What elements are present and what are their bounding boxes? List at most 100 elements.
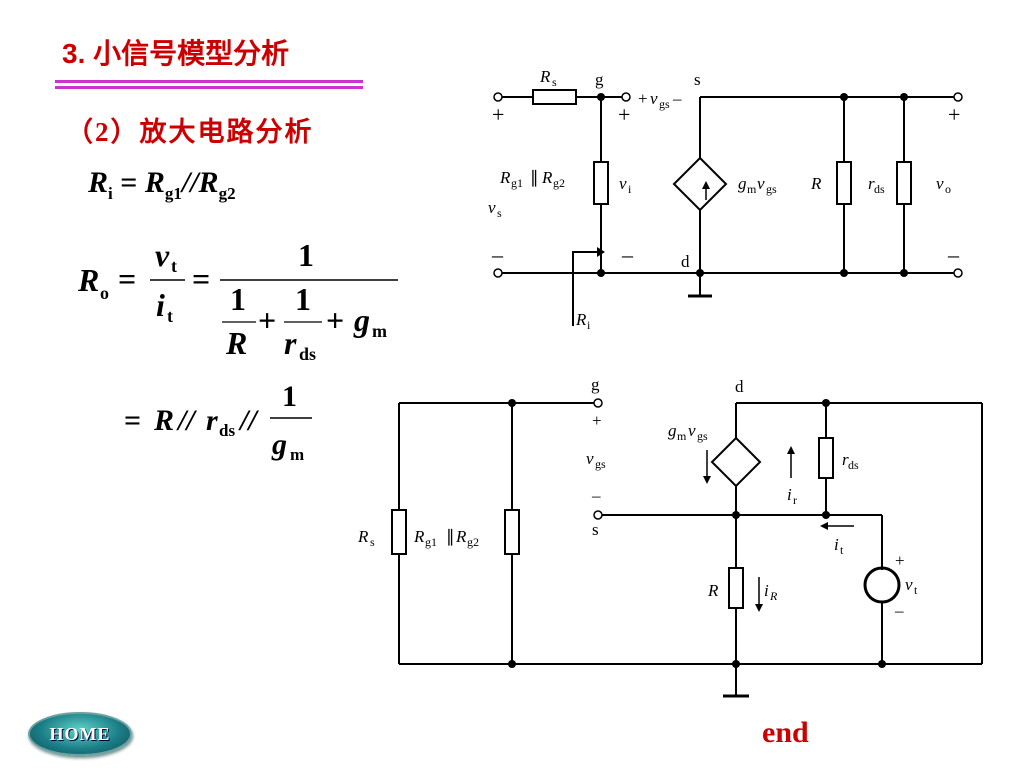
- page-title: 3. 小信号模型分析: [62, 38, 290, 69]
- circuit-diagram-amplifier: R s g + v gs – s + + + R g1 ∥ R g2 v i v…: [488, 67, 963, 332]
- svg-text:ds: ds: [874, 182, 885, 196]
- svg-text:R: R: [455, 527, 467, 546]
- svg-text:g: g: [353, 302, 370, 338]
- svg-text:R: R: [77, 262, 99, 298]
- svg-text:v: v: [488, 198, 496, 217]
- svg-text:s: s: [552, 75, 557, 89]
- svg-text:ds: ds: [299, 344, 316, 364]
- svg-text:v: v: [619, 174, 627, 193]
- home-button[interactable]: HOME: [28, 712, 132, 756]
- svg-text:o: o: [100, 283, 109, 303]
- svg-text:v: v: [650, 89, 658, 108]
- svg-text:i: i: [834, 535, 839, 554]
- svg-text:s: s: [592, 520, 599, 539]
- voltage-source-vt: [863, 566, 901, 604]
- svg-text:+: +: [492, 102, 504, 127]
- resistor-rs: [532, 89, 577, 105]
- svg-text:R: R: [541, 168, 553, 187]
- dependent-current-source-2: [710, 436, 762, 488]
- svg-text:R: R: [539, 67, 551, 86]
- svg-text:R: R: [225, 325, 247, 361]
- svg-text:r: r: [793, 493, 797, 507]
- svg-text:1: 1: [298, 237, 314, 273]
- svg-text:=: =: [124, 404, 141, 437]
- svg-text:–: –: [591, 486, 601, 505]
- svg-text:m: m: [747, 182, 757, 196]
- resistor-rds-2: [818, 437, 834, 479]
- svg-text:R: R: [357, 527, 369, 546]
- svg-text:R: R: [810, 174, 822, 193]
- svg-text:–: –: [491, 242, 504, 267]
- equation-ro-parallel: = R // r ds // 1 g m: [124, 380, 312, 464]
- svg-text:v: v: [936, 174, 944, 193]
- resistor-rds: [896, 161, 912, 205]
- svg-text:t: t: [840, 543, 844, 557]
- svg-text:g2: g2: [553, 176, 565, 190]
- resistor-rg: [593, 161, 609, 205]
- svg-text:s: s: [694, 70, 701, 89]
- end-label: end: [762, 716, 809, 749]
- svg-text:+: +: [592, 411, 602, 430]
- svg-text:1: 1: [295, 281, 311, 317]
- svg-text:v: v: [155, 237, 170, 273]
- svg-text:m: m: [677, 429, 687, 443]
- svg-text:–: –: [621, 242, 634, 267]
- svg-text:g: g: [738, 174, 747, 193]
- svg-text:R: R: [575, 310, 587, 329]
- svg-text:g: g: [668, 421, 677, 440]
- section-subtitle: （2）放大电路分析: [66, 117, 314, 147]
- resistor-r: [836, 161, 852, 205]
- svg-text:∥: ∥: [446, 527, 455, 546]
- svg-text:d: d: [735, 377, 744, 396]
- svg-text:g: g: [271, 428, 287, 461]
- svg-text:i: i: [587, 318, 591, 332]
- svg-text:+: +: [638, 89, 648, 108]
- svg-text:t: t: [914, 583, 918, 597]
- svg-text:R: R: [499, 168, 511, 187]
- svg-text:t: t: [167, 306, 173, 326]
- svg-text:gs: gs: [595, 457, 606, 471]
- svg-text:gs: gs: [697, 429, 708, 443]
- title-underline-top: [55, 80, 363, 83]
- equation-ro: R o = v t i t = 1 1 R + 1 r ds + g m: [77, 237, 398, 364]
- svg-text:–: –: [672, 89, 682, 108]
- svg-text:–: –: [947, 242, 960, 267]
- title-underline-bottom: [55, 86, 363, 89]
- svg-text:1: 1: [282, 380, 297, 413]
- svg-text:v: v: [688, 421, 696, 440]
- svg-text://: //: [176, 404, 197, 437]
- svg-text:r: r: [868, 174, 875, 193]
- svg-text:g1: g1: [425, 535, 437, 549]
- resistor-rs-2: [391, 509, 407, 555]
- svg-text:+: +: [948, 102, 960, 127]
- svg-text:g: g: [595, 70, 604, 89]
- svg-text:g1: g1: [511, 176, 523, 190]
- svg-text:r: r: [284, 325, 297, 361]
- resistor-rg-2: [504, 509, 520, 555]
- svg-text:m: m: [290, 445, 304, 464]
- svg-text:i: i: [764, 581, 769, 600]
- svg-text:–: –: [894, 601, 904, 620]
- svg-text:R: R: [707, 581, 719, 600]
- svg-text:+: +: [326, 302, 344, 338]
- svg-text:gs: gs: [766, 182, 777, 196]
- svg-text:o: o: [945, 182, 951, 196]
- svg-text:v: v: [905, 575, 913, 594]
- svg-text:R: R: [153, 404, 174, 437]
- svg-text:t: t: [171, 256, 177, 276]
- svg-text:v: v: [586, 449, 594, 468]
- svg-text:m: m: [372, 321, 387, 341]
- svg-text:∥: ∥: [530, 168, 539, 187]
- svg-text:v: v: [757, 174, 765, 193]
- svg-text:i: i: [628, 182, 632, 196]
- svg-text:d: d: [681, 252, 690, 271]
- svg-text:+: +: [258, 302, 276, 338]
- svg-text:i: i: [787, 485, 792, 504]
- svg-text:=: =: [118, 261, 136, 297]
- svg-text:ds: ds: [848, 458, 859, 472]
- svg-text://: //: [238, 404, 259, 437]
- equation-ri: Ri = Rg1//Rg2: [88, 166, 236, 203]
- svg-text:g2: g2: [467, 535, 479, 549]
- svg-text:ds: ds: [219, 421, 235, 440]
- svg-text:r: r: [206, 404, 218, 437]
